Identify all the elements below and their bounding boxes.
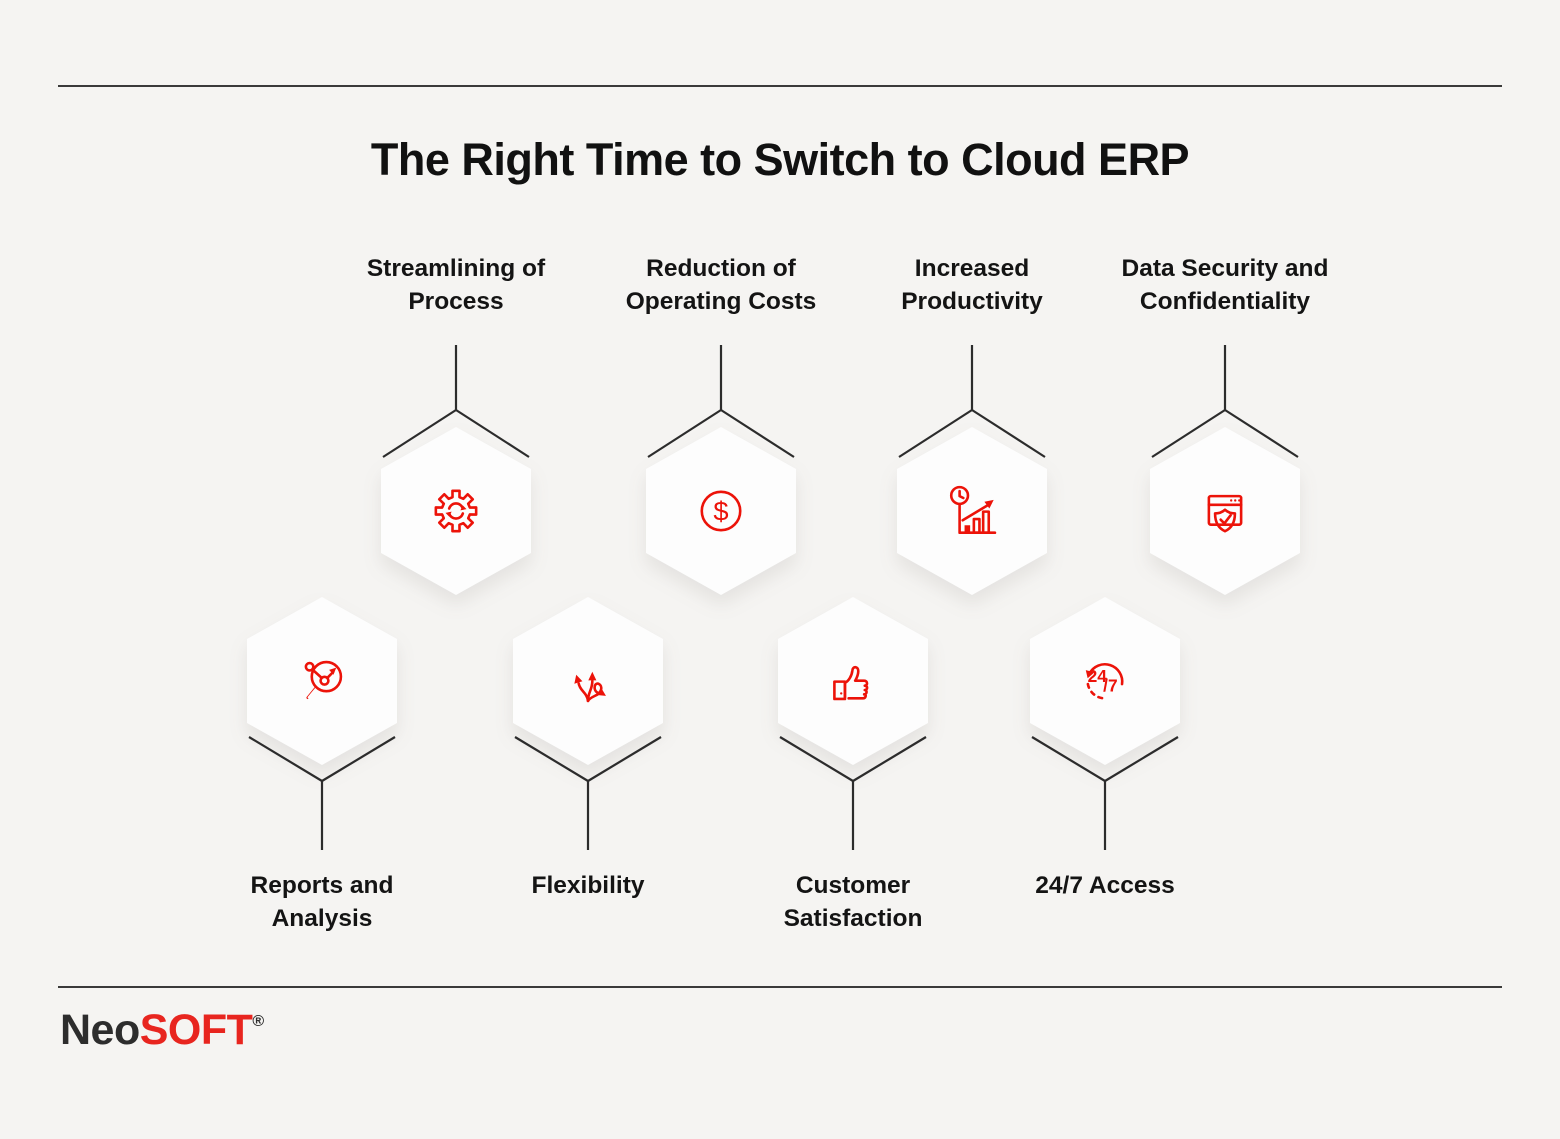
hexagon-tile (778, 597, 928, 765)
dollar-circle-icon: $ (700, 490, 742, 532)
benefit-flexibility: Flexibility (478, 597, 698, 942)
neosoft-logo: NeoSOFT® (60, 1006, 264, 1055)
benefit-cost-reduction: Reduction of Operating Costs $ (611, 252, 831, 602)
benefit-label: 24/7 Access (1035, 872, 1175, 899)
registered-trademark-symbol: ® (252, 1013, 264, 1030)
benefit-customer-satisfaction: Customer Satisfaction (743, 597, 963, 942)
benefit-24-7-access: 24 /7 24/7 Access (995, 597, 1215, 942)
connector-line (647, 345, 795, 458)
hexagon-tile: $ (646, 427, 796, 595)
connector-line (248, 736, 396, 850)
connector-line (898, 345, 1046, 458)
connector-line (514, 736, 662, 850)
hexagon-tile (381, 427, 531, 595)
benefit-label: Increased Productivity (901, 255, 1043, 315)
magnifier-trend-icon (304, 660, 343, 700)
svg-text:24: 24 (1088, 666, 1108, 686)
hexagon-tile: 24 /7 (1030, 597, 1180, 765)
benefit-label: Data Security and Confidentiality (1121, 255, 1329, 315)
logo-text-dark: Neo (60, 1006, 140, 1054)
hexagon-tile (513, 597, 663, 765)
hexagon-tile (1150, 427, 1300, 595)
hexagon-tile (247, 597, 397, 765)
benefit-reports-analysis: Reports and Analysis (212, 597, 432, 942)
hexagon-tile (897, 427, 1047, 595)
top-divider (58, 85, 1502, 87)
svg-text:/7: /7 (1103, 676, 1117, 696)
benefit-data-security: Data Security and Confidentiality (1115, 252, 1335, 602)
branching-arrows-icon (574, 671, 606, 703)
benefit-label: Flexibility (531, 872, 645, 899)
benefit-label: Reduction of Operating Costs (625, 255, 817, 315)
connector-line (1151, 345, 1299, 458)
connector-line (382, 345, 530, 458)
svg-text:$: $ (713, 495, 728, 526)
bottom-divider (58, 986, 1502, 988)
browser-shield-check-icon (1207, 494, 1243, 533)
benefit-streamlining: Streamlining of Process (346, 252, 566, 602)
clock-growth-chart-icon (949, 485, 997, 535)
page-title: The Right Time to Switch to Cloud ERP (370, 134, 1190, 185)
benefit-label: Reports and Analysis (250, 872, 394, 932)
benefit-productivity: Increased Productivity (862, 252, 1082, 602)
benefit-label: Streamlining of Process (366, 255, 546, 315)
gear-sync-icon (434, 489, 478, 533)
logo-text-red: SOFT (139, 1006, 253, 1054)
24-7-cycle-icon: 24 /7 (1085, 663, 1124, 700)
thumbs-up-icon (833, 665, 869, 701)
benefit-label: Customer Satisfaction (783, 872, 923, 932)
connector-line (779, 736, 927, 850)
connector-line (1031, 736, 1179, 850)
